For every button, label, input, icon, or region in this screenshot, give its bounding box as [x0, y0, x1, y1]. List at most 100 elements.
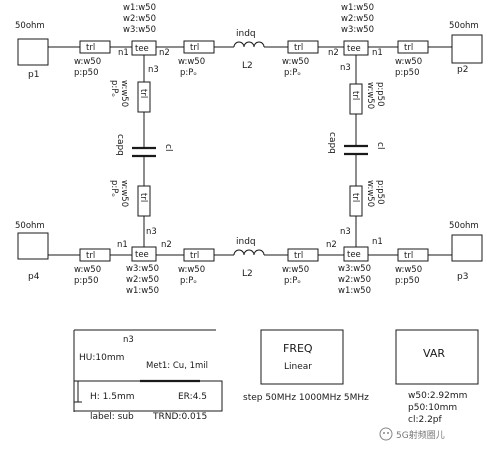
trl-length: p:Pₒ: [284, 276, 301, 286]
port-p3-impedance: 50ohm: [449, 221, 479, 231]
node-n2: n2: [328, 48, 339, 58]
node-n3: n3: [340, 227, 351, 237]
tee-w1: w1:w50: [123, 3, 156, 13]
trl-length: p:Pₒ: [180, 276, 197, 286]
node-n1: n1: [118, 48, 129, 58]
inductor-top[interactable]: indq L2: [233, 29, 265, 71]
trl-width: w:w50: [365, 82, 375, 109]
tee-w3: w3:w50: [338, 264, 371, 274]
trl-width: w:w50: [74, 265, 101, 275]
inductor-name: L2: [242, 269, 253, 279]
tee-label: tee: [347, 44, 361, 54]
trl-length: p:Pₒ: [109, 80, 119, 97]
trl-length: p:p50: [395, 68, 419, 78]
port-p4[interactable]: 50ohm p4: [15, 221, 49, 282]
port-p4-impedance: 50ohm: [15, 221, 45, 231]
tee-w3: w3:w50: [341, 25, 374, 35]
node-n2: n2: [161, 240, 172, 250]
trl-label: trl: [404, 43, 413, 53]
port-p2-impedance: 50ohm: [449, 21, 479, 31]
var-cl: cl:2.2pf: [408, 415, 443, 425]
trl-width: w:w50: [119, 80, 129, 107]
trl-top-right[interactable]: trl w:w50 p:p50: [395, 40, 429, 78]
trl-bottom-mid-right[interactable]: trl w:w50 p:Pₒ: [282, 248, 319, 286]
freq-title: FREQ: [283, 342, 313, 355]
tee-bottom-left[interactable]: tee n3 n1 n2 w3:w50 w2:w50 w1:w50: [117, 227, 172, 296]
inductor-name: L2: [242, 61, 253, 71]
trl-length: p:Pₒ: [180, 68, 197, 78]
var-w50: w50:2.92mm: [408, 391, 467, 401]
watermark-text: 5G射频圈儿: [396, 429, 445, 441]
inductor-type: indq: [236, 29, 256, 39]
trl-label: trl: [350, 193, 360, 202]
capacitor-type: capq: [115, 134, 125, 156]
port-p2[interactable]: 50ohm p2: [449, 21, 483, 75]
trl-width: w:w50: [178, 265, 205, 275]
tee-w1: w1:w50: [341, 3, 374, 13]
substrate-block[interactable]: n3 HU:10mm Met1: Cu, 1mil H: 1.5mm ER:4.…: [73, 329, 223, 422]
tee-w1: w1:w50: [126, 286, 159, 296]
trl-label: trl: [86, 251, 95, 261]
port-p1[interactable]: 50ohm p1: [15, 21, 49, 80]
trl-left-upper[interactable]: trl w:w50 p:Pₒ: [109, 80, 151, 113]
trl-label: trl: [86, 43, 95, 53]
port-p3-label: p3: [457, 272, 468, 282]
trl-label: trl: [294, 43, 303, 53]
substrate-label: label: sub: [90, 412, 134, 422]
node-n1: n1: [117, 240, 128, 250]
capacitor-name: cl: [375, 142, 385, 149]
trl-width: w:w50: [178, 57, 205, 67]
tee-bottom-right[interactable]: tee n3 n2 n1 w3:w50 w2:w50 w1:w50: [326, 227, 383, 296]
tee-top-left[interactable]: tee w1:w50 w2:w50 w3:w50 n1 n2 n3: [118, 3, 170, 75]
substrate-hu: HU:10mm: [79, 353, 124, 363]
node-n1: n1: [372, 237, 383, 247]
node-n2: n2: [326, 240, 337, 250]
tee-w2: w2:w50: [123, 14, 156, 24]
trl-label: trl: [190, 43, 199, 53]
tee-w2: w2:w50: [338, 275, 371, 285]
tee-label: tee: [347, 250, 361, 260]
inductor-type: indq: [236, 237, 256, 247]
wechat-icon: [379, 427, 393, 441]
trl-right-upper[interactable]: trl w:w50 p:p50: [349, 82, 385, 115]
freq-block[interactable]: FREQ Linear step 50MHz 1000MHz 5MHz: [243, 329, 369, 403]
capacitor-type: capq: [327, 132, 337, 154]
trl-bottom-right[interactable]: trl w:w50 p:p50: [395, 248, 429, 286]
freq-step: step 50MHz 1000MHz 5MHz: [243, 393, 369, 403]
trl-label: trl: [138, 193, 148, 202]
tee-w3: w3:w50: [126, 264, 159, 274]
port-p1-impedance: 50ohm: [15, 21, 45, 31]
port-p2-label: p2: [457, 65, 468, 75]
trl-bottom-left[interactable]: trl w:w50 p:p50: [74, 248, 111, 286]
trl-length: p:p50: [375, 82, 385, 106]
node-n2: n2: [159, 48, 170, 58]
var-block[interactable]: VAR w50:2.92mm p50:10mm cl:2.2pf: [395, 329, 479, 425]
substrate-h: H: 1.5mm: [90, 392, 135, 402]
inductor-bottom[interactable]: indq L2: [233, 237, 265, 279]
node-n3: n3: [146, 227, 157, 237]
port-p3[interactable]: 50ohm p3: [449, 221, 483, 282]
node-n1: n1: [372, 48, 383, 58]
trl-label: trl: [350, 91, 360, 100]
trl-width: w:w50: [365, 180, 375, 207]
trl-right-lower[interactable]: trl w:w50 p:p50: [349, 180, 385, 217]
tee-top-right[interactable]: tee w1:w50 w2:w50 w3:w50 n2 n1 n3: [328, 3, 383, 73]
trl-top-mid-right[interactable]: trl w:w50 p:Pₒ: [282, 40, 319, 78]
var-p50: p50:10mm: [408, 403, 457, 413]
trl-width: w:w50: [74, 57, 101, 67]
trl-length: p:Pₒ: [284, 68, 301, 78]
trl-length: p:p50: [375, 180, 385, 204]
tee-w2: w2:w50: [341, 14, 374, 24]
tee-w3: w3:w50: [123, 25, 156, 35]
tee-w2: w2:w50: [126, 275, 159, 285]
trl-top-mid-left[interactable]: trl w:w50 p:Pₒ: [178, 40, 215, 78]
trl-width: w:w50: [119, 180, 129, 207]
trl-length: p:p50: [74, 276, 98, 286]
freq-subtitle: Linear: [284, 362, 312, 372]
trl-length: p:p50: [74, 68, 98, 78]
substrate-metal: Met1: Cu, 1mil: [146, 361, 208, 371]
trl-label: trl: [190, 251, 199, 261]
node-n3: n3: [148, 65, 159, 75]
capacitor-name: cl: [163, 144, 173, 151]
